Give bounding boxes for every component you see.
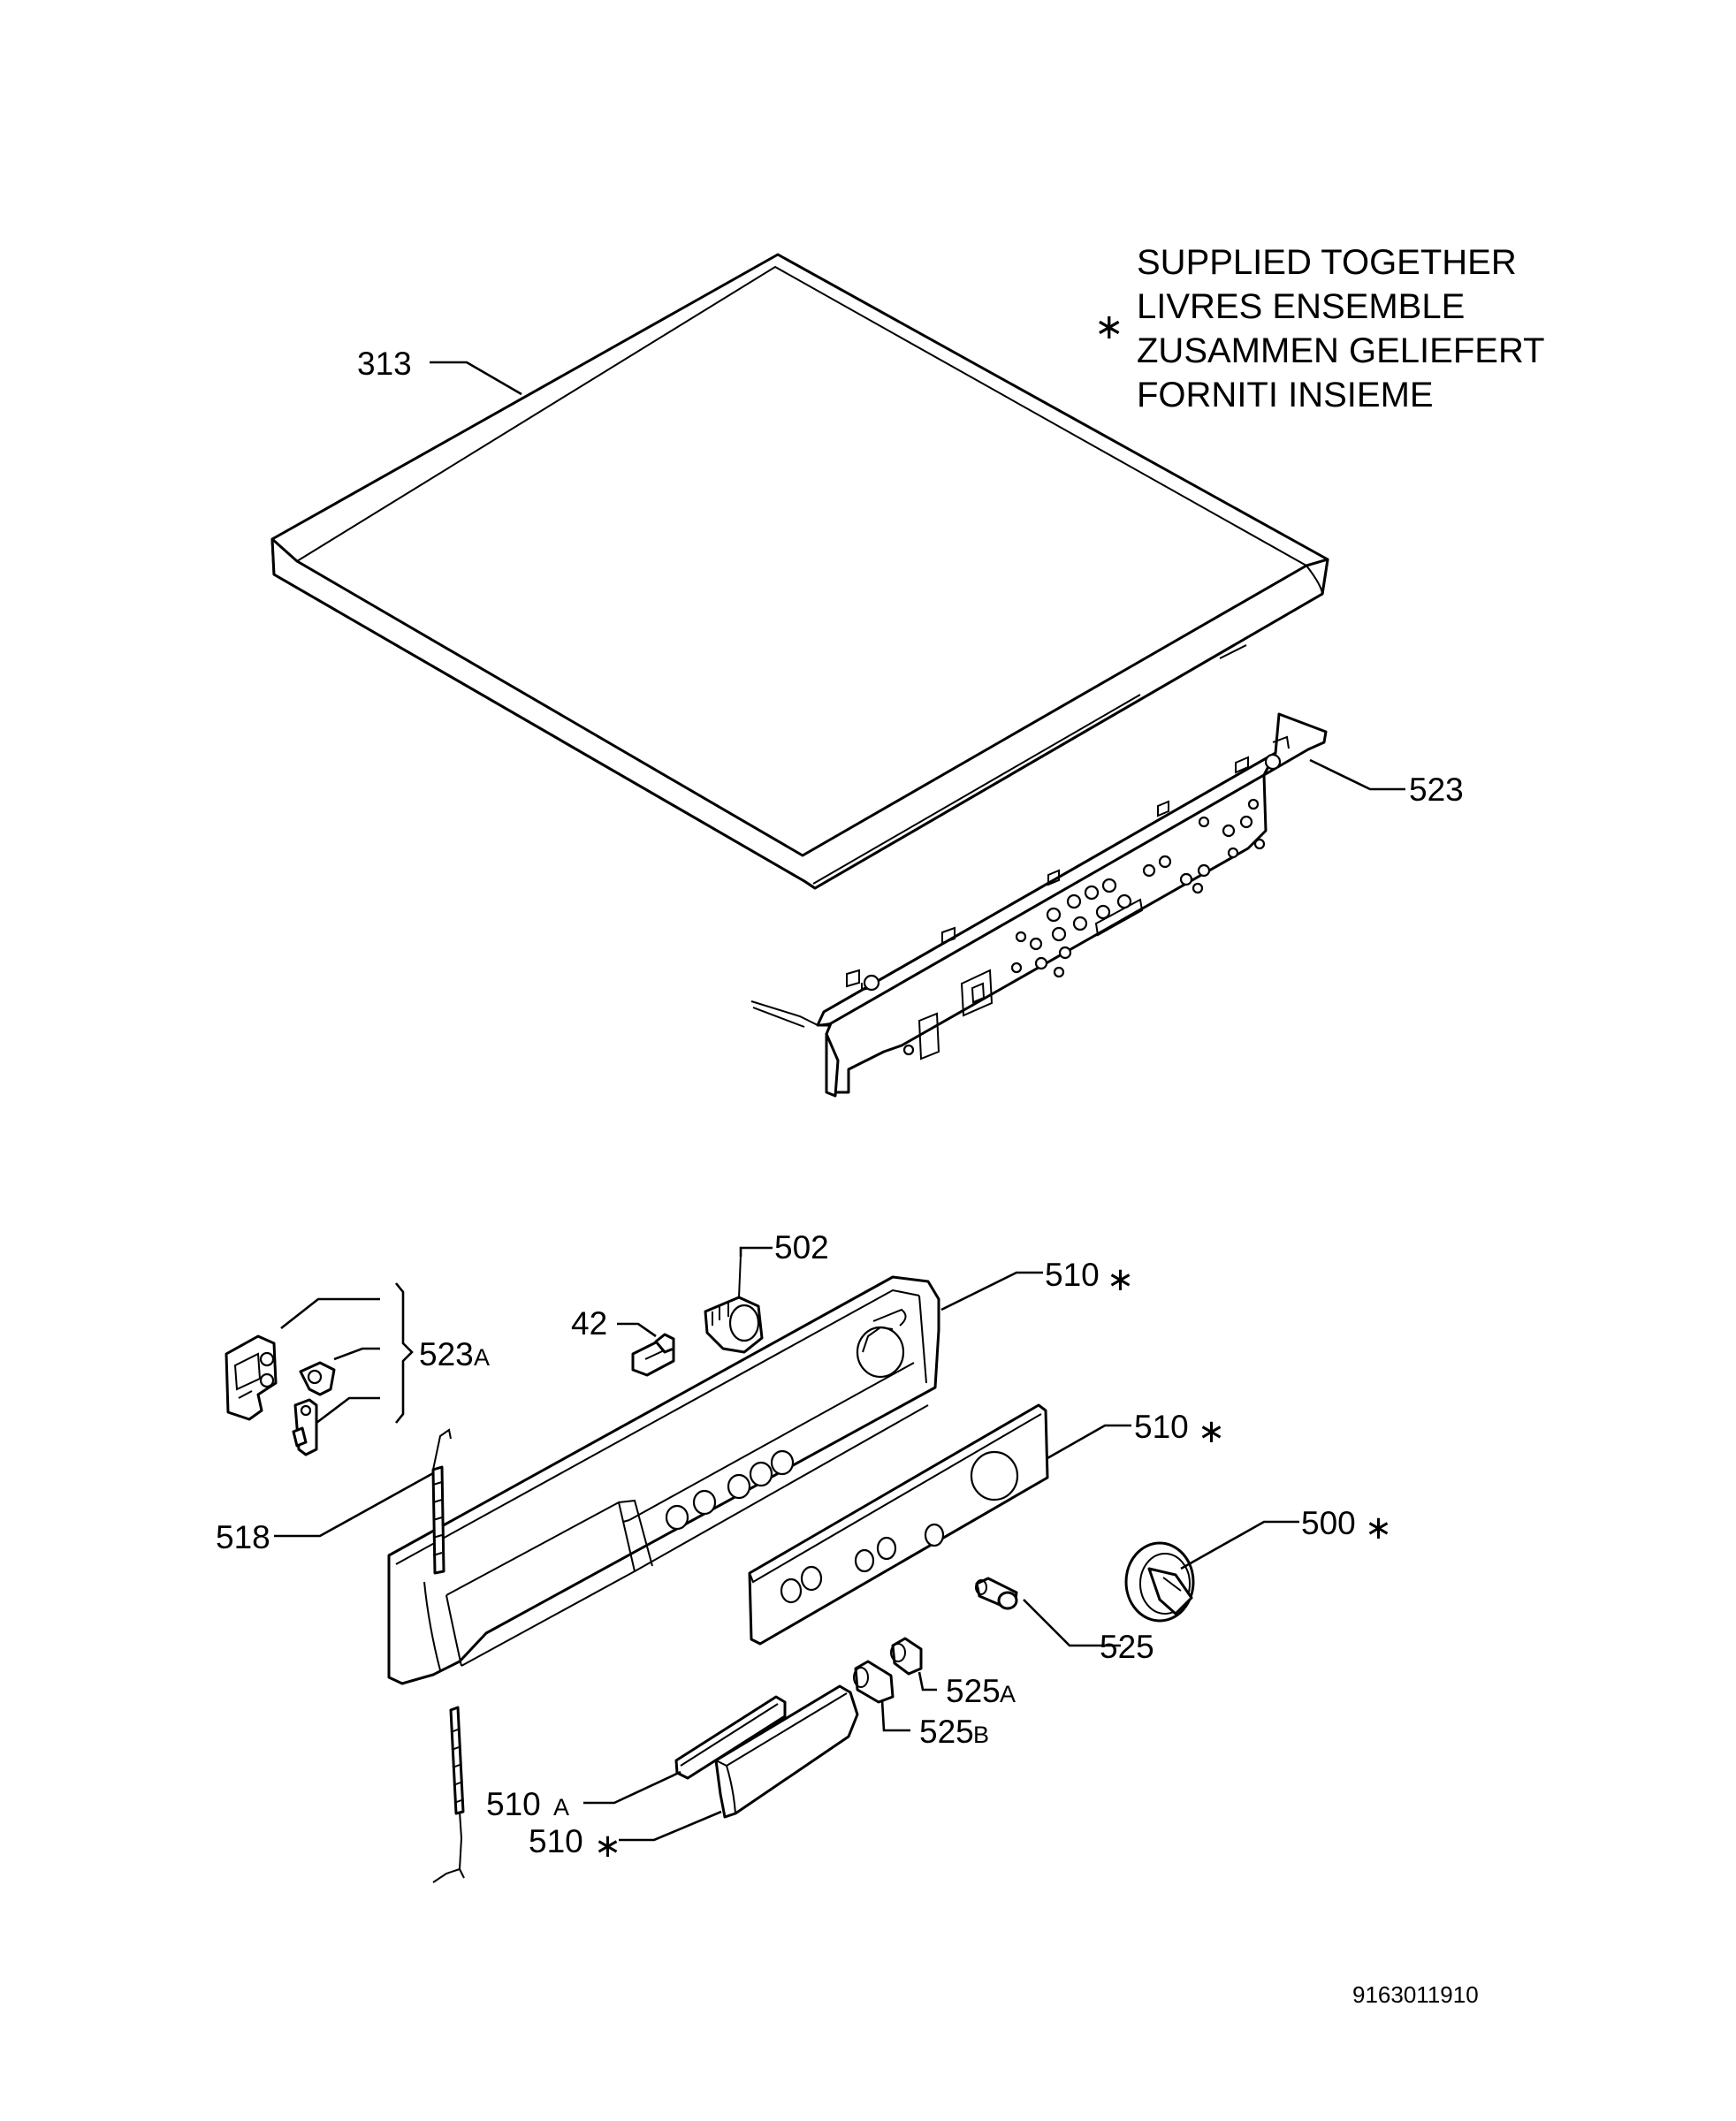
label-502: 502 bbox=[774, 1229, 829, 1266]
label-510-bottom: 510 bbox=[529, 1823, 583, 1859]
part-525-spindle bbox=[975, 1577, 1018, 1610]
part-510-dispenser-handle bbox=[714, 1684, 859, 1819]
label-510-top: 510 bbox=[1045, 1257, 1100, 1293]
leader-518 bbox=[274, 1471, 434, 1538]
leader-510-top bbox=[940, 1271, 1043, 1311]
legend-line-de: ZUSAMMEN GELIEFERT bbox=[1137, 331, 1545, 370]
label-510a-number: 510 bbox=[486, 1786, 541, 1822]
label-500-asterisk: ∗ bbox=[1365, 1509, 1392, 1546]
label-525b-number: 525 bbox=[919, 1714, 974, 1750]
label-525a-suffix: A bbox=[1000, 1681, 1016, 1707]
part-42-switch bbox=[631, 1333, 675, 1377]
leader-502 bbox=[739, 1246, 773, 1257]
leader-525 bbox=[1023, 1599, 1121, 1647]
leader-500 bbox=[1180, 1520, 1299, 1570]
part-502-lamp bbox=[704, 1254, 764, 1354]
legend-asterisk: ∗ bbox=[1094, 308, 1124, 346]
leader-510-mid bbox=[1047, 1424, 1131, 1460]
label-500: 500 bbox=[1301, 1505, 1356, 1541]
part-525b-button bbox=[853, 1660, 895, 1704]
label-510-top-asterisk: ∗ bbox=[1107, 1261, 1134, 1297]
part-510-program-panel bbox=[748, 1403, 1049, 1646]
part-313-top-cover bbox=[270, 253, 1329, 890]
label-510-mid: 510 bbox=[1134, 1409, 1189, 1445]
part-518-release-rod bbox=[431, 1428, 465, 1883]
part-523a-lock-assembly bbox=[225, 1334, 336, 1456]
leader-510a bbox=[583, 1770, 681, 1805]
label-525a-number: 525 bbox=[946, 1673, 1001, 1709]
legend-line-fr: LIVRES ENSEMBLE bbox=[1137, 287, 1465, 326]
label-523: 523 bbox=[1409, 772, 1464, 808]
label-42: 42 bbox=[571, 1305, 607, 1342]
label-510-mid-asterisk: ∗ bbox=[1198, 1413, 1225, 1449]
supplied-together-legend: ∗ SUPPLIED TOGETHER LIVRES ENSEMBLE ZUSA… bbox=[1094, 243, 1545, 414]
label-510a-suffix: A bbox=[553, 1794, 569, 1821]
part-500-knob bbox=[1124, 1541, 1195, 1623]
label-510-bottom-asterisk: ∗ bbox=[594, 1828, 621, 1864]
leader-510-bottom bbox=[619, 1810, 722, 1842]
label-523a-suffix: A bbox=[474, 1344, 490, 1371]
label-313: 313 bbox=[357, 346, 412, 382]
leader-525a bbox=[917, 1671, 937, 1691]
label-523a-number: 523 bbox=[419, 1336, 474, 1372]
leader-313 bbox=[430, 361, 522, 396]
part-510-control-panel bbox=[387, 1275, 940, 1685]
bracket-523a bbox=[280, 1282, 414, 1425]
leader-523 bbox=[1309, 758, 1405, 791]
bracket-523-holes bbox=[863, 753, 1282, 1056]
document-number: 9163011910 bbox=[1352, 1981, 1479, 2008]
part-523-control-bracket bbox=[750, 712, 1328, 1098]
label-525b-suffix: B bbox=[973, 1722, 989, 1748]
legend-line-it: FORNITI INSIEME bbox=[1137, 376, 1434, 414]
leader-525b bbox=[880, 1699, 910, 1732]
leader-42 bbox=[617, 1322, 657, 1338]
label-518: 518 bbox=[216, 1519, 270, 1555]
label-525: 525 bbox=[1100, 1629, 1154, 1665]
legend-line-en: SUPPLIED TOGETHER bbox=[1137, 243, 1517, 282]
part-525a-button bbox=[890, 1637, 923, 1676]
